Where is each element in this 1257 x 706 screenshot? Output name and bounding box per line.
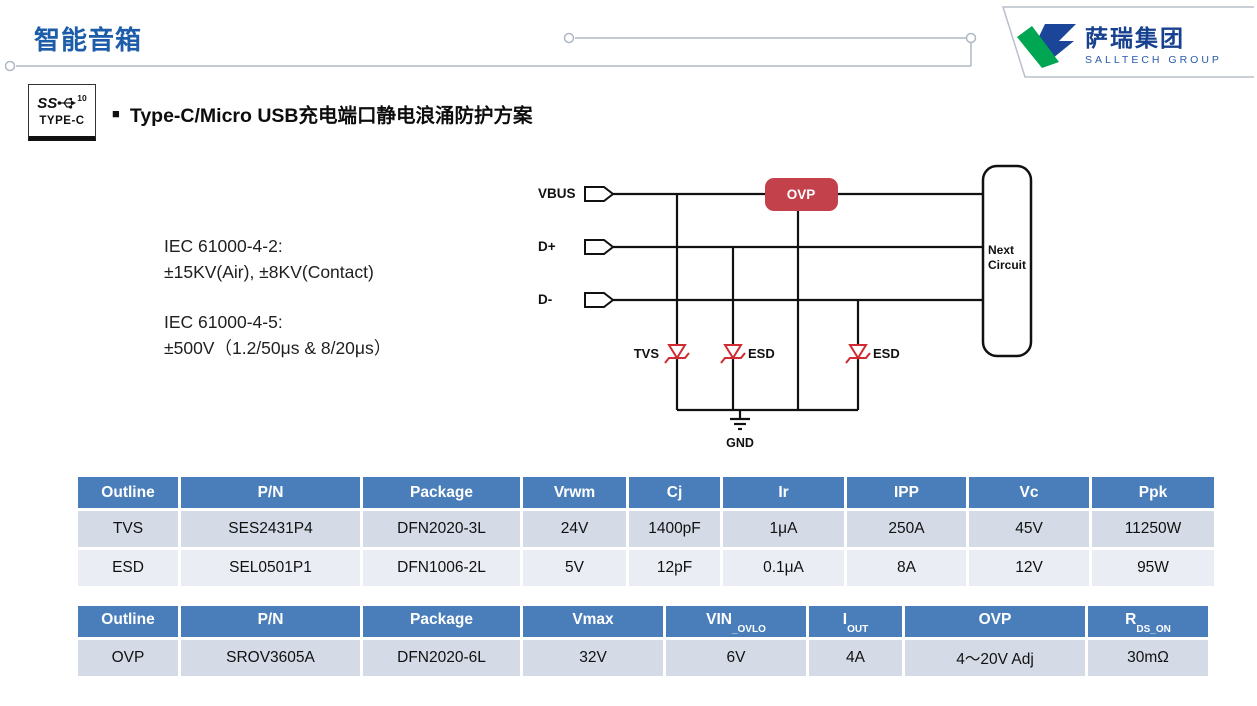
logo-name-cn: 萨瑞集团	[1085, 24, 1185, 51]
t1-cell: 11250W	[1092, 511, 1214, 547]
t1-cell: DFN1006-2L	[363, 550, 520, 586]
t2-cell: 32V	[523, 640, 663, 676]
t1-cell: 5V	[523, 550, 626, 586]
t1-header-ir: Ir	[723, 477, 844, 508]
t1-cell: 250A	[847, 511, 966, 547]
t1-cell: TVS	[78, 511, 178, 547]
dminus-connector-icon	[584, 292, 615, 308]
iec-4-2-values: ±15KV(Air), ±8KV(Contact)	[164, 262, 374, 282]
t2-header-vmax: Vmax	[523, 606, 663, 637]
t2-header-ovp: OVP	[905, 606, 1085, 637]
t1-cell: 1400pF	[629, 511, 720, 547]
next-circuit-label-line2: Circuit	[988, 258, 1026, 272]
iec-4-2-title: IEC 61000-4-2:	[164, 236, 283, 256]
esd-label-dminus: ESD	[873, 346, 900, 361]
page-title: 智能音箱	[34, 25, 143, 55]
t2-cell: 6V	[666, 640, 806, 676]
next-circuit-block	[981, 164, 1033, 358]
t2-cell: 4～20V Adj	[905, 640, 1085, 676]
type-c-badge: SS 10 TYPE-C	[28, 84, 96, 141]
usb-trident-icon	[57, 97, 77, 109]
tvs-esd-table: Outline P/N Package Vrwm Cj Ir IPP Vc Pp…	[75, 474, 1217, 589]
tvs-diode-icon	[664, 344, 690, 364]
t1-header-cj: Cj	[629, 477, 720, 508]
t1-cell: ESD	[78, 550, 178, 586]
t2-cell: DFN2020-6L	[363, 640, 520, 676]
t1-header-package: Package	[363, 477, 520, 508]
signal-label-dminus: D-	[538, 292, 552, 307]
t1-cell: 8A	[847, 550, 966, 586]
bullet-square-icon: ■	[112, 106, 120, 121]
t2-header-package: Package	[363, 606, 520, 637]
logo-mark-icon	[1017, 24, 1076, 68]
t1-cell: 95W	[1092, 550, 1214, 586]
t2-cell: SROV3605A	[181, 640, 360, 676]
t1-cell: 12V	[969, 550, 1089, 586]
iec-4-5-title: IEC 61000-4-5:	[164, 312, 283, 332]
t2-header-outline: Outline	[78, 606, 178, 637]
t2-header-pn: P/N	[181, 606, 360, 637]
dplus-connector-icon	[584, 239, 615, 255]
t2-header-vin-ovlo: VIN_OVLO	[666, 606, 806, 637]
vbus-connector-icon	[584, 186, 615, 202]
t1-header-pn: P/N	[181, 477, 360, 508]
t1-cell: SES2431P4	[181, 511, 360, 547]
t2-cell: 4A	[809, 640, 902, 676]
ovp-block	[765, 178, 838, 211]
t1-cell: 0.1μA	[723, 550, 844, 586]
table-row-tvs: TVS SES2431P4 DFN2020-3L 24V 1400pF 1μA …	[78, 511, 1214, 547]
circuit-diagram: OVP Next Circuit VBUS D+ D- TVS	[538, 164, 1033, 450]
t1-header-outline: Outline	[78, 477, 178, 508]
t2-header-rdson: RDS_ON	[1088, 606, 1208, 637]
t1-header-vc: Vc	[969, 477, 1089, 508]
iec-specs: IEC 61000-4-2: ±15KV(Air), ±8KV(Contact)…	[164, 233, 391, 361]
t2-cell: 30mΩ	[1088, 640, 1208, 676]
usb-speed-label: 10	[77, 93, 87, 103]
section-heading-text: Type-C/Micro USB充电端口静电浪涌防护方案	[129, 105, 533, 127]
esd-diode-icon-dminus	[845, 344, 871, 364]
esd-label-dplus: ESD	[748, 346, 775, 361]
ovp-label: OVP	[787, 187, 816, 202]
table-row-ovp: OVP SROV3605A DFN2020-6L 32V 6V 4A 4～20V…	[78, 640, 1208, 676]
tvs-label: TVS	[634, 346, 660, 361]
next-circuit-label-line1: Next	[988, 243, 1014, 257]
t1-cell: 24V	[523, 511, 626, 547]
t1-header-row: Outline P/N Package Vrwm Cj Ir IPP Vc Pp…	[78, 477, 1214, 508]
signal-label-vbus: VBUS	[538, 186, 576, 201]
usb-ss-label: SS	[37, 94, 58, 112]
ovp-table: Outline P/N Package Vmax VIN_OVLO IOUT O…	[75, 603, 1211, 679]
esd-diode-icon-dplus	[720, 344, 746, 364]
type-c-caption: TYPE-C	[39, 114, 85, 127]
t1-cell: 1μA	[723, 511, 844, 547]
t1-cell: 12pF	[629, 550, 720, 586]
t1-header-ipp: IPP	[847, 477, 966, 508]
gnd-label: GND	[726, 436, 754, 450]
t1-header-ppk: Ppk	[1092, 477, 1214, 508]
iec-4-5-values: ±500V（1.2/50μs & 8/20μs）	[164, 338, 392, 358]
section-heading: ■ Type-C/Micro USB充电端口静电浪涌防护方案	[112, 99, 533, 128]
t2-header-iout: IOUT	[809, 606, 902, 637]
t1-cell: 45V	[969, 511, 1089, 547]
t2-header-row: Outline P/N Package Vmax VIN_OVLO IOUT O…	[78, 606, 1208, 637]
signal-label-dplus: D+	[538, 239, 556, 254]
t1-cell: DFN2020-3L	[363, 511, 520, 547]
company-logo: 萨瑞集团 SALLTECH GROUP	[1015, 16, 1245, 74]
t1-cell: SEL0501P1	[181, 550, 360, 586]
t1-header-vrwm: Vrwm	[523, 477, 626, 508]
table-row-esd: ESD SEL0501P1 DFN1006-2L 5V 12pF 0.1μA 8…	[78, 550, 1214, 586]
logo-name-en: SALLTECH GROUP	[1085, 53, 1222, 66]
t2-cell: OVP	[78, 640, 178, 676]
